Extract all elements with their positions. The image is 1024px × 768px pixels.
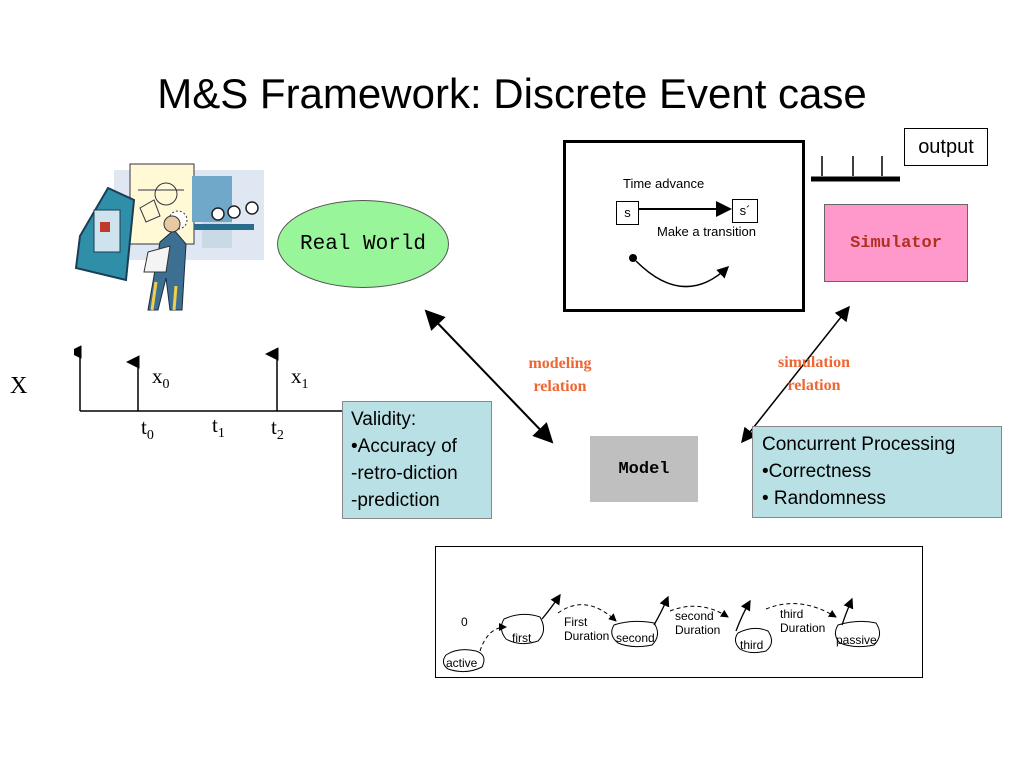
time-label-base: t — [271, 415, 277, 439]
duration-label-third: third Duration — [780, 607, 825, 635]
validity-line: •Accuracy of — [351, 436, 457, 457]
state-s-node: s — [616, 201, 639, 225]
event-label-base: x — [152, 364, 163, 388]
concurrent-line: •Correctness — [762, 461, 872, 482]
state-transition-arrows — [629, 201, 732, 288]
trajectory-zero-label: 0 — [461, 615, 468, 629]
simulator-box: Simulator — [824, 204, 968, 282]
model-box: Model — [590, 436, 698, 502]
time-label-base: t — [141, 415, 147, 439]
simulation-relation-label: simulation relation — [752, 351, 876, 397]
event-label-x1: x1 — [291, 364, 309, 393]
event-label-base: x — [291, 364, 302, 388]
model-label: Model — [618, 459, 670, 479]
simulator-label: Simulator — [850, 233, 942, 253]
duration-line2: Duration — [564, 629, 610, 643]
duration-line1: second — [675, 609, 714, 623]
modeling-relation-arrow — [424, 309, 554, 444]
output-label: output — [918, 135, 974, 158]
signal-axis-label: X — [10, 373, 28, 399]
state-label-third: third — [740, 638, 764, 652]
event-label-sub: 0 — [162, 377, 170, 393]
event-label-sub: 1 — [301, 377, 309, 393]
concurrent-line: • Randomness — [762, 488, 886, 509]
output-event-trace — [811, 156, 900, 182]
modeling-relation-line2: relation — [533, 378, 587, 395]
event-label-x0: x0 — [152, 364, 170, 393]
validity-line: Validity: — [351, 409, 417, 430]
state-label-active: active — [446, 656, 478, 670]
duration-line2: Duration — [780, 621, 826, 635]
simulation-relation-line2: relation — [787, 377, 841, 394]
duration-label-first: First Duration — [564, 615, 609, 643]
time-advance-label: Time advance — [623, 176, 705, 191]
state-label-second: second — [616, 631, 655, 645]
real-world-label: Real World — [299, 232, 427, 256]
time-label-t0: t0 — [141, 415, 154, 444]
state-transition-box: Time advance s s´ Make a transition — [563, 140, 805, 312]
time-label-sub: 2 — [276, 428, 284, 444]
output-box: output — [904, 128, 988, 166]
state-trajectory-diagram — [442, 593, 880, 673]
state-label-passive: passive — [836, 633, 877, 647]
time-label-sub: 1 — [217, 426, 225, 442]
time-label-base: t — [212, 413, 218, 437]
state-s-prime-node: s´ — [732, 199, 758, 223]
validity-line: -retro-diction — [351, 463, 458, 484]
validity-line: -prediction — [351, 490, 440, 511]
duration-line1: third — [780, 607, 804, 621]
modeling-relation-line1: modeling — [528, 355, 592, 372]
time-label-t1: t1 — [212, 413, 225, 442]
time-label-sub: 0 — [146, 428, 154, 444]
concurrent-processing-box: Concurrent Processing •Correctness • Ran… — [752, 426, 1002, 518]
real-world-ellipse: Real World — [277, 200, 449, 288]
simulation-relation-arrow — [741, 305, 850, 444]
modeling-relation-label: modeling relation — [500, 352, 620, 398]
validity-box: Validity: •Accuracy of -retro-diction -p… — [342, 401, 492, 519]
time-label-t2: t2 — [271, 415, 284, 444]
event-signal-axes — [74, 345, 342, 412]
duration-line1: First — [564, 615, 588, 629]
state-label-first: first — [512, 631, 532, 645]
duration-line2: Duration — [675, 623, 721, 637]
duration-label-second: second Duration — [675, 609, 720, 637]
transition-label: Make a transition — [657, 224, 756, 239]
concurrent-line: Concurrent Processing — [762, 434, 956, 455]
state-trajectory-box: 0 active first second third passive Firs… — [435, 546, 923, 678]
slide-title: M&S Framework: Discrete Event case — [157, 70, 867, 117]
simulation-relation-line1: simulation — [777, 354, 850, 371]
engineer-clipart-illustration — [74, 163, 264, 311]
